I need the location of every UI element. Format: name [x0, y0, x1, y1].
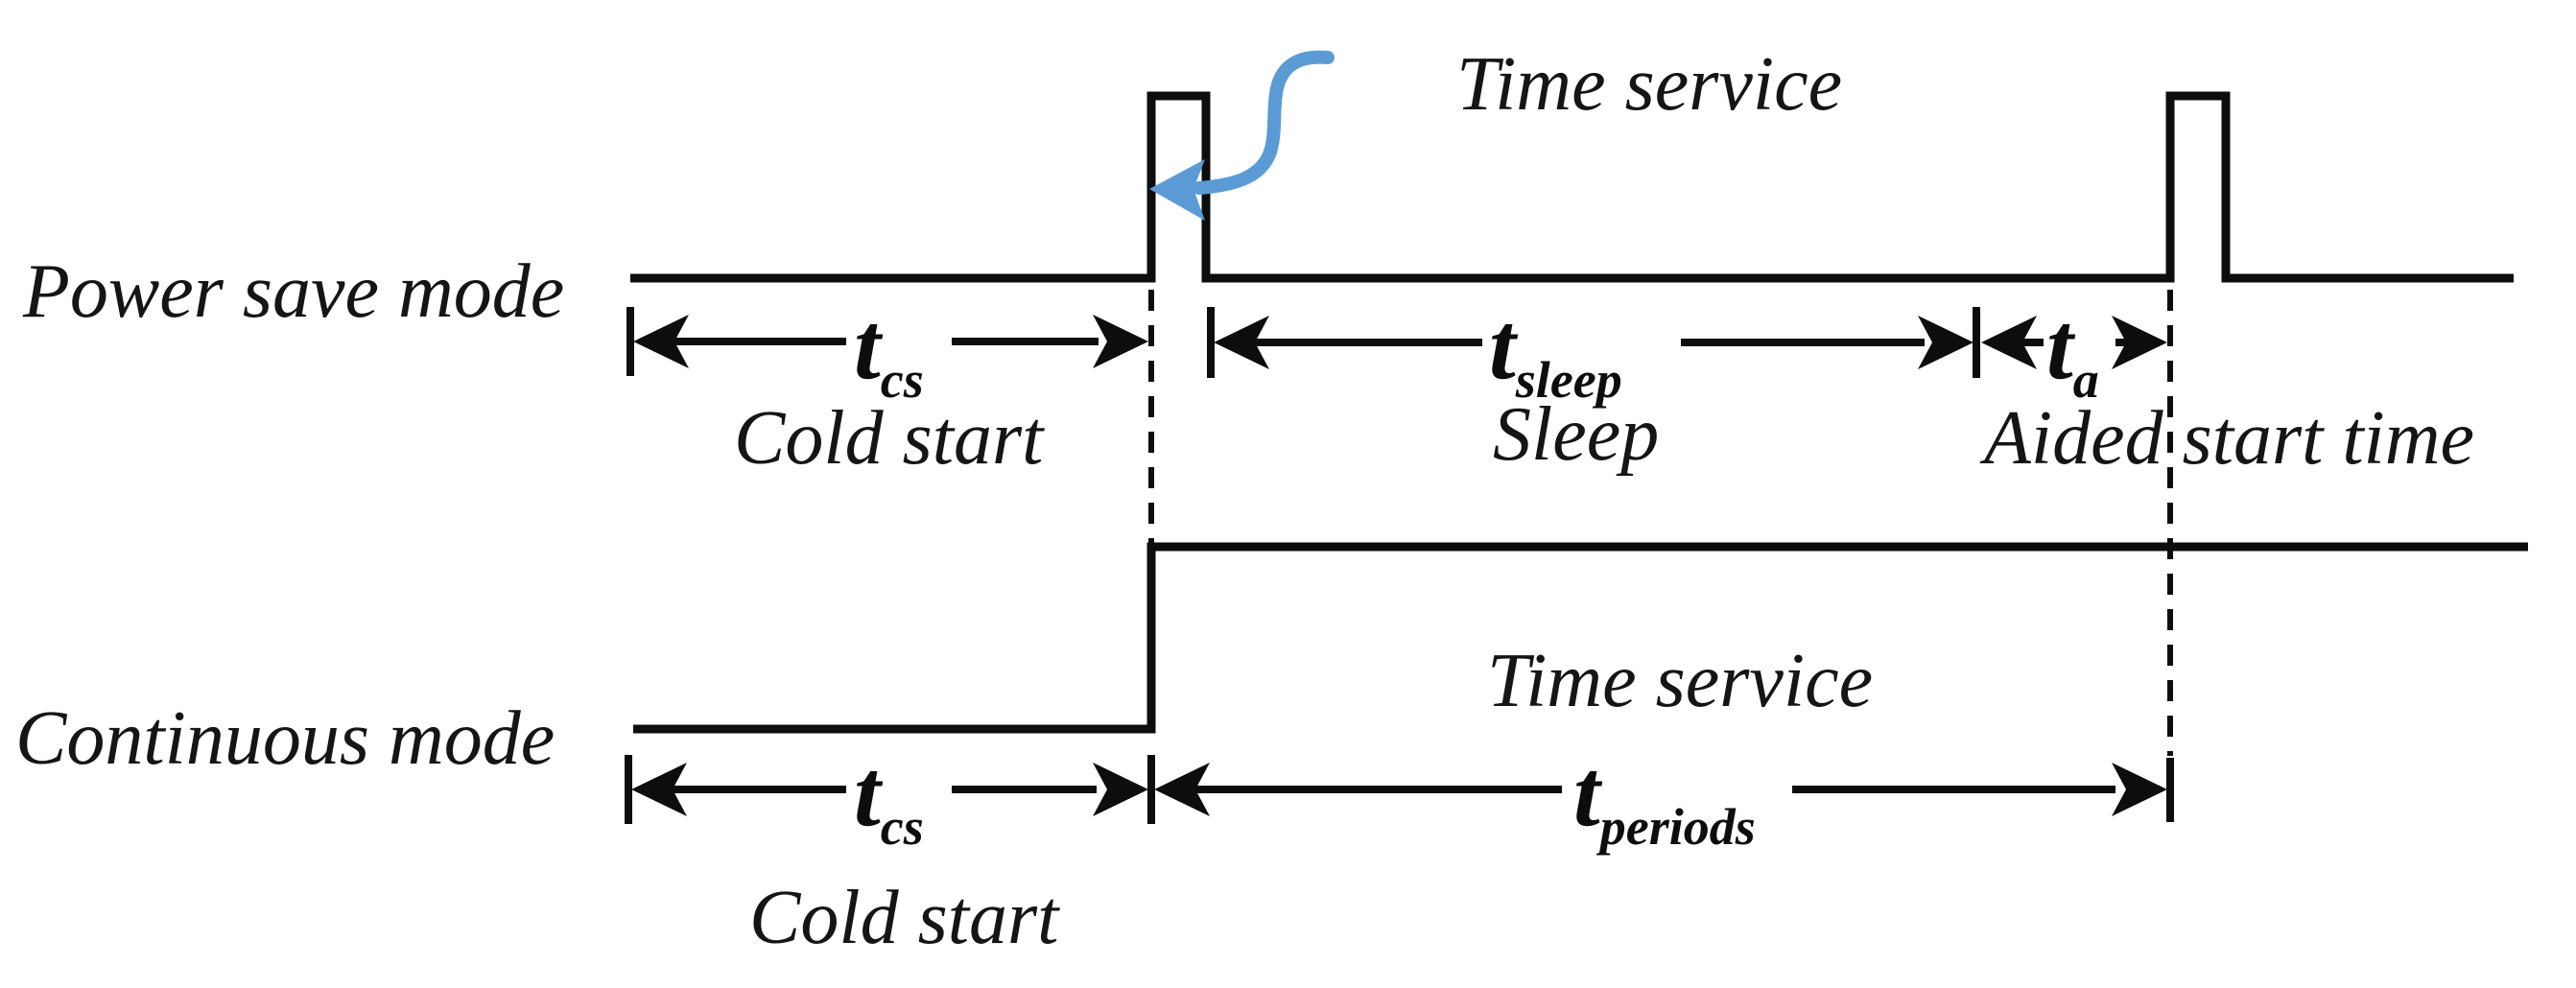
arrowhead-right: [2112, 763, 2167, 816]
phase-label-aided-start-time: Aided start time: [1984, 396, 2475, 481]
dim-label-subscript: cs: [880, 798, 924, 856]
dim-label-tsleep: tsleep: [1489, 298, 1622, 407]
arrowhead-left: [633, 315, 689, 368]
dim-label-base: t: [1489, 293, 1516, 399]
power-save-waveform: [630, 91, 2514, 283]
dim-arrow-ta: [1981, 316, 2167, 369]
arrowhead-right: [2112, 316, 2167, 369]
dim-label-base: t: [1573, 740, 1600, 846]
power-save-signal-line: [630, 91, 2514, 283]
arrowhead-left: [631, 763, 687, 816]
arrowhead-left: [1154, 763, 1210, 816]
time-service-callout-arrow: [1149, 50, 1335, 221]
dim-label-subscript: cs: [880, 351, 924, 409]
phase-label-sleep: Sleep: [1493, 392, 1660, 477]
annotation-time-service-bottom: Time service: [1487, 639, 1874, 723]
dim-arrow-tcs-top: [626, 307, 1148, 376]
arrowhead-right: [1918, 316, 1973, 369]
arrowhead-right: [1093, 763, 1148, 816]
dim-label-base: t: [854, 740, 881, 846]
row-label-power-save-mode: Power save mode: [23, 249, 565, 334]
dim-label-tcs-bottom: tcs: [854, 745, 924, 854]
dim-label-tcs-top: tcs: [854, 298, 924, 407]
phase-label-cold-start-top: Cold start: [734, 396, 1044, 481]
callout-arrowhead: [1149, 159, 1205, 221]
dim-label-subscript: periods: [1599, 798, 1756, 856]
dim-label-ta: ta: [2046, 298, 2099, 407]
dim-label-base: t: [854, 293, 881, 399]
annotation-time-service-top: Time service: [1456, 42, 1843, 127]
arrowhead-left: [1214, 316, 1269, 369]
dim-arrow-tsleep: [1207, 307, 1980, 378]
phase-label-cold-start-bottom: Cold start: [749, 876, 1059, 960]
dim-label-subscript: sleep: [1515, 351, 1622, 409]
dim-label-tperiods: tperiods: [1573, 745, 1756, 854]
dim-label-subscript: a: [2072, 351, 2099, 409]
continuous-waveform: [633, 542, 2528, 734]
dim-arrow-tperiods: [1154, 758, 2174, 822]
row-label-continuous-mode: Continuous mode: [15, 696, 555, 781]
dim-label-base: t: [2046, 293, 2073, 399]
dim-arrow-tcs-bottom: [625, 755, 1155, 824]
callout-curve: [1193, 50, 1335, 195]
arrowhead-right: [1093, 315, 1148, 368]
arrowhead-left: [1981, 316, 2037, 369]
continuous-signal-line: [633, 542, 2528, 734]
